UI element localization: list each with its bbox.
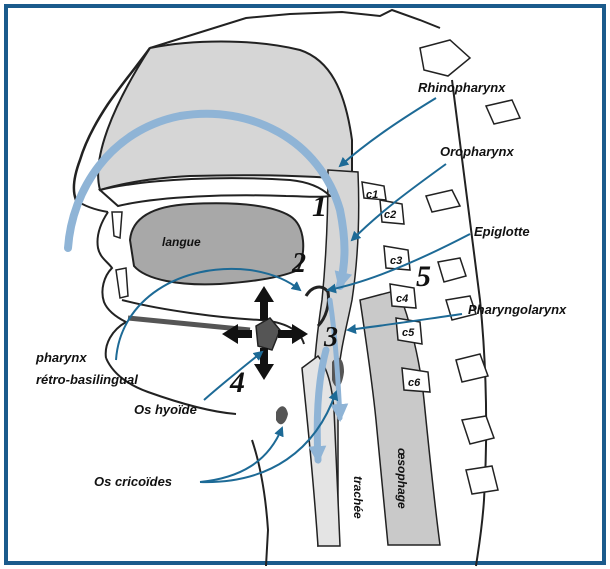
number-1: 1 — [312, 190, 327, 223]
upper-incisor — [112, 212, 122, 238]
rhinopharynx-pointer — [340, 98, 436, 166]
label-langue: langue — [162, 235, 201, 249]
number-2: 2 — [291, 248, 306, 279]
label-trachee: trachée — [351, 476, 365, 519]
label-vertebra-c6: c6 — [408, 377, 421, 389]
label-epiglotte: Epiglotte — [474, 224, 530, 239]
label-retro-basilingual: rétro-basilingual — [36, 372, 138, 387]
lower-incisor — [116, 268, 128, 298]
label-rhinopharynx: Rhinopharynx — [418, 80, 506, 95]
label-pharynx: pharynx — [35, 350, 87, 365]
occipital-bone — [486, 100, 520, 124]
label-vertebra-c2: c2 — [384, 209, 396, 221]
number-5: 5 — [416, 260, 431, 293]
label-pharyngolarynx: Pharyngolarynx — [468, 302, 567, 317]
arrow-down-icon — [254, 348, 274, 380]
tongue — [130, 203, 303, 284]
spinous-process-6 — [466, 466, 498, 494]
label-oropharynx: Oropharynx — [440, 144, 514, 159]
label-os-hyoide: Os hyoïde — [134, 402, 197, 417]
label-oesophage: œsophage — [395, 448, 409, 509]
label-vertebra-c5: c5 — [402, 327, 415, 339]
spinous-process-4 — [456, 354, 488, 382]
label-vertebra-c4: c4 — [396, 293, 408, 305]
spinous-process-1 — [426, 190, 460, 212]
arrow-up-icon — [254, 286, 274, 320]
spinous-process-5 — [462, 416, 494, 444]
label-os-cricoides: Os cricoïdes — [94, 474, 172, 489]
number-3: 3 — [323, 322, 338, 353]
spinous-process-2 — [438, 258, 466, 282]
label-vertebra-c3: c3 — [390, 255, 402, 267]
number-4: 4 — [229, 366, 245, 399]
cricoid-cartilage — [276, 406, 288, 424]
label-vertebra-c1: c1 — [366, 189, 378, 201]
skull-base-bone — [420, 40, 470, 76]
os-cricoides-pointer-1 — [200, 428, 282, 482]
